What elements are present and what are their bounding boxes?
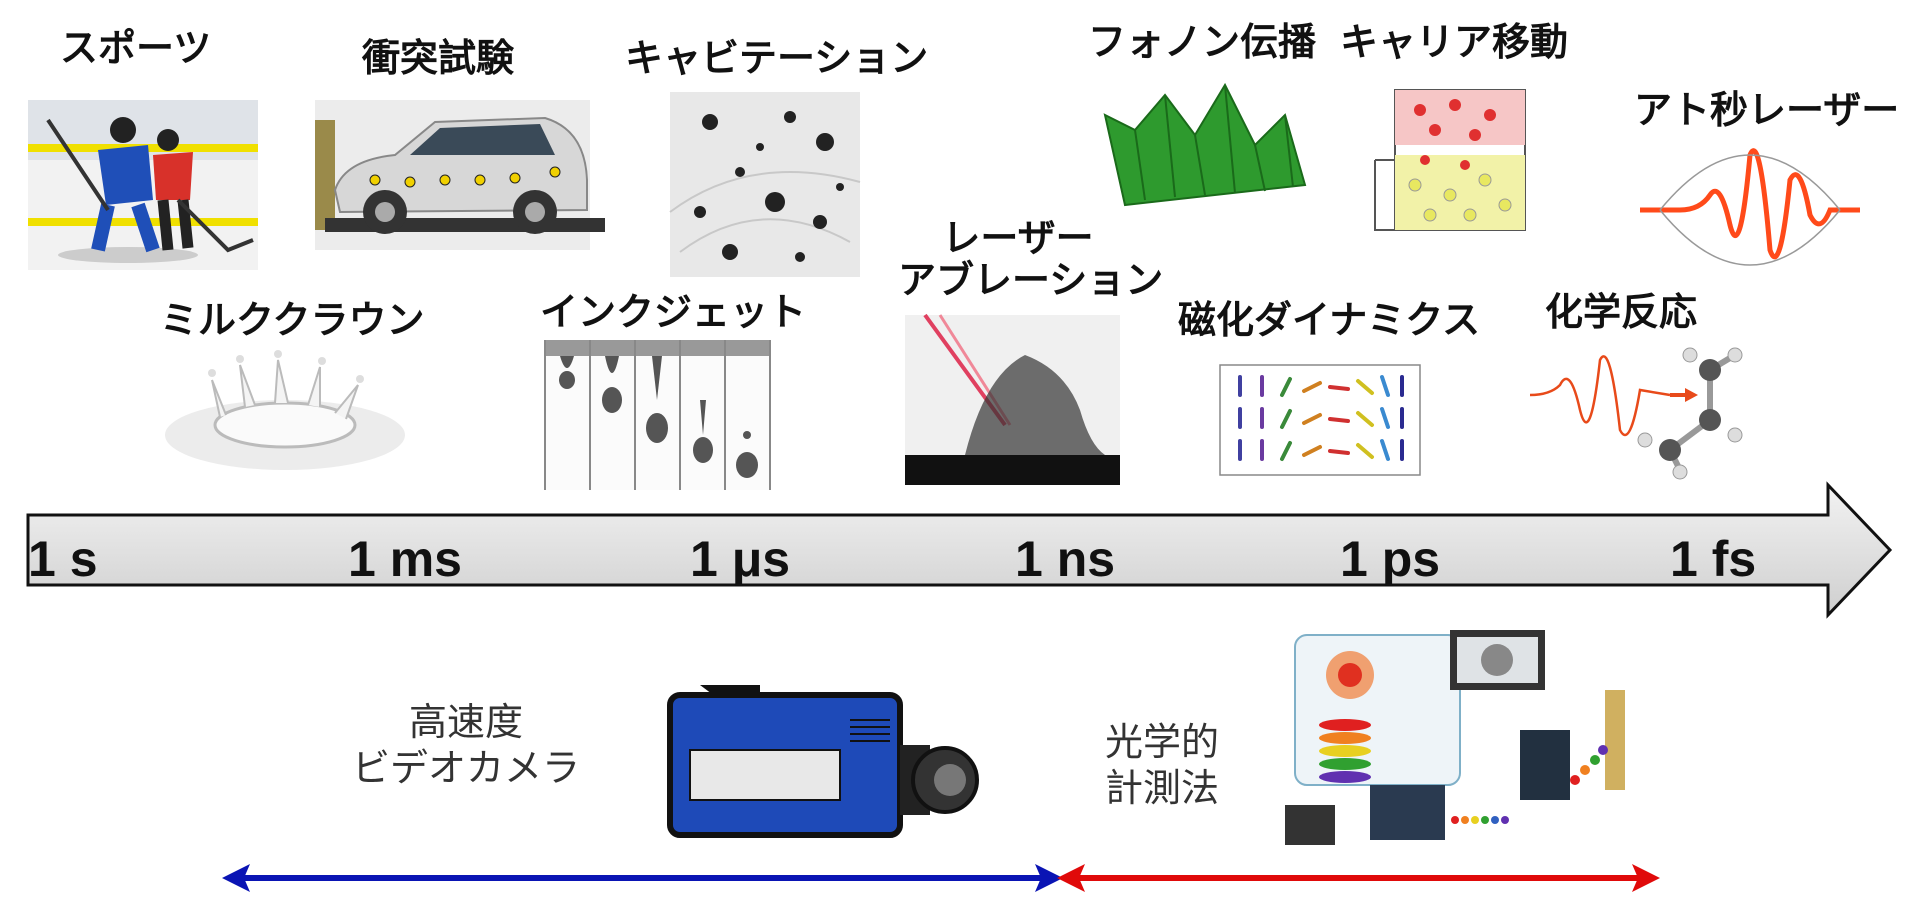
tick-label-1ms: 1 ms [348, 531, 462, 587]
tick-label-1ns: 1 ns [1015, 531, 1116, 587]
laser-ablation-illustration [905, 313, 1120, 485]
label-inkjet: インクジェット [540, 290, 807, 334]
hockey-illustration [28, 100, 258, 270]
milk-crown-illustration [165, 350, 405, 470]
method-optical: 光学的 計測法 [1105, 720, 1219, 811]
method-optical-line1: 光学的 [1105, 720, 1220, 764]
label-crash-test: 衝突試験 [362, 36, 515, 80]
camera-range-arrow [222, 864, 1063, 892]
attosecond-pulse-illustration [1640, 148, 1860, 266]
timescale-arrow [26, 481, 1893, 619]
label-milk-crown: ミルククラウン [160, 298, 425, 342]
label-laser-ablation: レーザー アブレーション [898, 216, 1164, 302]
magnetization-illustration [1219, 364, 1421, 476]
label-chemical: 化学反応 [1545, 290, 1698, 334]
method-high-speed-camera: 高速度 ビデオカメラ [352, 700, 580, 791]
inkjet-illustration [544, 340, 771, 490]
method-optical-line2: 計測法 [1105, 765, 1220, 810]
range-arrows [222, 864, 1660, 892]
label-magnetization: 磁化ダイナミクス [1178, 298, 1481, 342]
optical-setup-illustration [1285, 630, 1625, 845]
label-ablation-line2: アブレーション [898, 257, 1164, 302]
method-camera-line2: ビデオカメラ [352, 745, 581, 790]
crash-car-illustration [315, 100, 605, 250]
high-speed-camera-illustration [667, 685, 979, 838]
label-attosecond: アト秒レーザー [1634, 88, 1900, 132]
chemical-reaction-illustration [1529, 347, 1743, 480]
optical-range-arrow [1057, 864, 1660, 892]
label-cavitation: キャビテーション [625, 36, 929, 80]
tick-label-1ps: 1 ps [1340, 531, 1441, 587]
method-camera-line1: 高速度 [409, 700, 524, 744]
phonon-illustration [1103, 82, 1307, 207]
label-phonon: フォノン伝播 [1088, 20, 1317, 64]
label-sports: スポーツ [60, 26, 212, 70]
tick-label-1s: 1 s [28, 531, 98, 587]
cavitation-illustration [669, 92, 861, 277]
tick-label-1fs: 1 fs [1670, 531, 1757, 587]
label-carrier: キャリア移動 [1340, 20, 1569, 64]
tick-label-1us: 1 μs [690, 531, 791, 587]
carrier-illustration [1374, 89, 1526, 231]
label-ablation-line1: レーザー [942, 216, 1094, 260]
